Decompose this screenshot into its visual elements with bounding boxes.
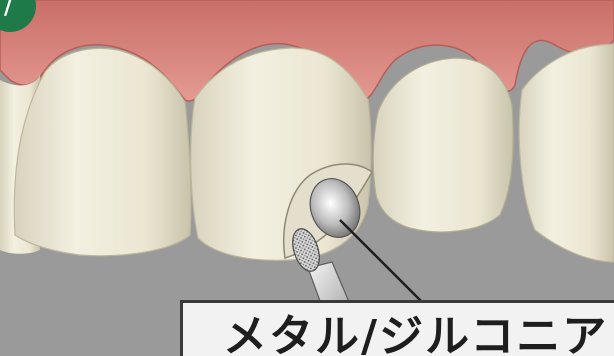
tooth-lateral-incisor	[14, 48, 190, 255]
step-badge-mark: /	[4, 0, 13, 20]
caption-label: メタル/ジルコニア	[223, 315, 608, 356]
caption-box: メタル/ジルコニア	[180, 300, 614, 356]
